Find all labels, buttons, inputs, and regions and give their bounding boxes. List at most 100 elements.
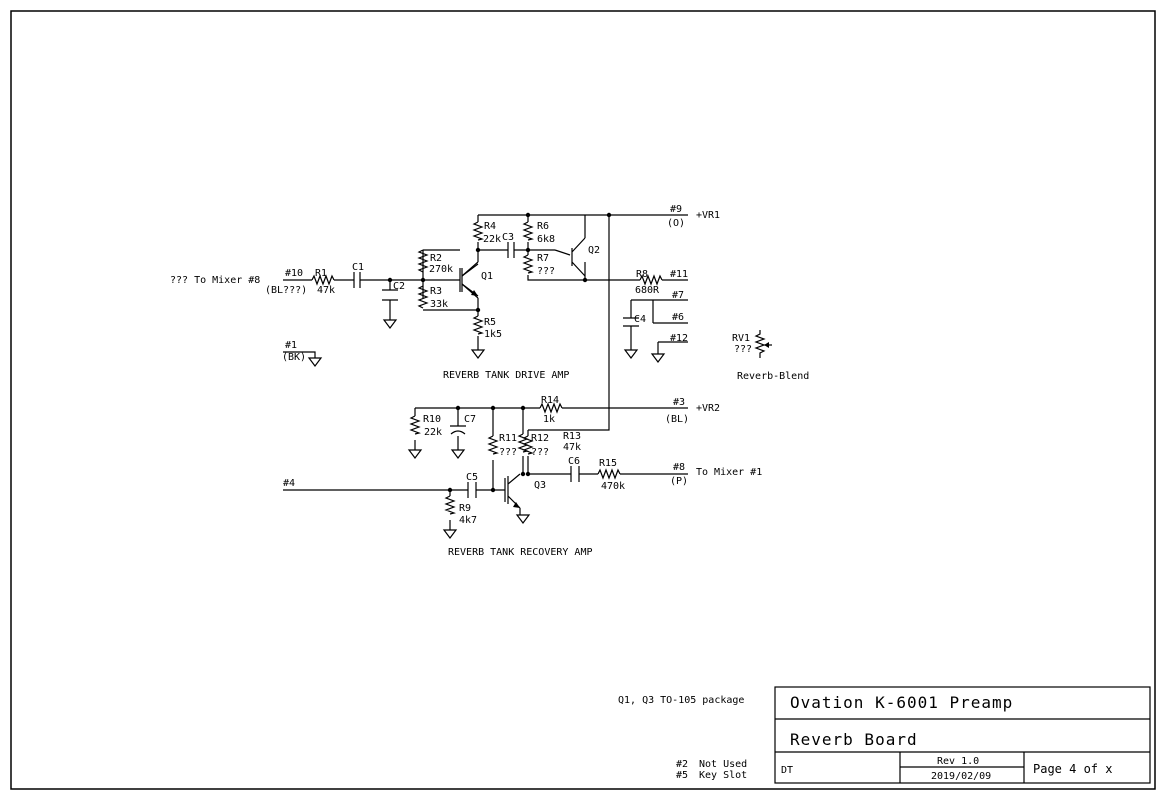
recovery-junctions	[447, 405, 531, 493]
label-c6: #6	[672, 312, 684, 323]
label-r9: R9	[459, 503, 471, 514]
label-to-mixer1: To Mixer #1	[696, 467, 762, 478]
ground-c2	[382, 319, 398, 329]
title-block-rev: Rev 1.0	[937, 756, 979, 767]
label-r3-value: 33k	[430, 299, 448, 310]
title-block-author: DT	[781, 765, 793, 776]
label-c3: C3	[502, 232, 514, 243]
label-c4: C4	[634, 314, 646, 325]
label-c3-color: (BL)	[665, 414, 689, 425]
title-block-page: Page 4 of x	[1033, 762, 1112, 776]
label-c3: #3	[673, 397, 685, 408]
r9-symbol	[444, 495, 457, 515]
title-block: Ovation K-6001 Preamp Reverb Board DT Re…	[774, 686, 1151, 784]
r15-symbol	[597, 468, 621, 480]
r1-symbol	[311, 274, 335, 286]
label-c12: #12	[670, 333, 688, 344]
ground-r5	[470, 349, 486, 359]
label-q3: Q3	[534, 480, 546, 491]
label-q1: Q1	[481, 271, 493, 282]
recovery-amp-resistors	[409, 402, 621, 515]
label-c1-color: (BK)	[282, 352, 306, 363]
rv1-symbol	[754, 330, 772, 358]
r3-symbol	[417, 285, 429, 309]
label-r8: R8	[636, 269, 648, 280]
label-vr1: +VR1	[696, 210, 720, 221]
label-c10-color: (BL???)	[265, 285, 307, 296]
drive-amp-resistors	[311, 221, 663, 335]
drive-junctions	[387, 212, 612, 313]
label-r9-value: 4k7	[459, 515, 477, 526]
label-c9: #9	[670, 204, 682, 215]
label-r1-value: 47k	[317, 285, 335, 296]
label-c5: C5	[466, 472, 478, 483]
note-2-text: Not Used	[699, 759, 747, 770]
title-block-subtitle: Reverb Board	[790, 730, 918, 749]
drive-amp-capacitors	[353, 242, 639, 327]
label-r11: R11	[499, 433, 517, 444]
r6-symbol	[522, 221, 535, 241]
label-rv1: RV1	[732, 333, 750, 344]
title-block-title: Ovation K-6001 Preamp	[790, 693, 1013, 712]
label-c11: #11	[670, 269, 688, 280]
c5-symbol	[467, 482, 477, 498]
ground-r9	[442, 529, 458, 539]
drive-amp-wires	[283, 214, 688, 431]
r7-symbol	[522, 254, 535, 274]
label-c7: #7	[672, 290, 684, 301]
label-r11-value: ???	[499, 447, 517, 458]
label-r10: R10	[423, 414, 441, 425]
label-c1: #1	[285, 340, 297, 351]
drive-grounds	[307, 319, 666, 367]
label-r13: R13	[563, 431, 581, 442]
connector-labels: ??? To Mixer #8 #10 (BL???) #1 (BK) #9 (…	[170, 204, 762, 489]
label-c7: C7	[464, 414, 476, 425]
label-r5: R5	[484, 317, 496, 328]
note-2-pin: #2	[676, 759, 688, 770]
label-c4: #4	[283, 478, 295, 489]
ground-c7	[450, 449, 466, 459]
recovery-amp-capacitors	[450, 425, 580, 498]
c6-symbol	[570, 466, 580, 482]
label-r10-value: 22k	[424, 427, 442, 438]
r11-symbol	[487, 435, 500, 455]
label-r15: R15	[599, 458, 617, 469]
r14-symbol	[539, 402, 563, 414]
label-to-mixer8: ??? To Mixer #8	[170, 275, 260, 286]
label-c8: #8	[673, 462, 685, 473]
label-r5-value: 1k5	[484, 329, 502, 340]
c3-symbol	[498, 242, 515, 258]
c4-symbol	[623, 317, 639, 327]
component-labels: R1 47k C1 C2 R2 270k R3 33k R4 22k C3 Q1…	[315, 221, 809, 526]
r5-symbol	[472, 315, 485, 335]
r13-symbol	[522, 435, 535, 455]
q1-symbol	[461, 263, 479, 297]
ground-12	[650, 353, 666, 363]
ground-q3	[515, 514, 531, 524]
label-r15-value: 470k	[601, 481, 625, 492]
label-r7: R7	[537, 253, 549, 264]
label-vr2: +VR2	[696, 403, 720, 414]
label-q2: Q2	[588, 245, 600, 256]
label-c6: C6	[568, 456, 580, 467]
label-rv1-name: Reverb-Blend	[737, 371, 809, 382]
r10-symbol	[409, 415, 422, 435]
label-r1: R1	[315, 268, 327, 279]
section-captions: REVERB TANK DRIVE AMP REVERB TANK RECOVE…	[443, 370, 593, 558]
label-r14: R14	[541, 395, 559, 406]
label-rv1-value: ???	[734, 344, 752, 355]
label-r4-value: 22k	[483, 234, 501, 245]
label-r12: R12	[531, 433, 549, 444]
notes: Q1, Q3 TO-105 package #2 Not Used #5 Key…	[618, 695, 747, 781]
r4-symbol	[472, 221, 485, 241]
label-r8-value: 680R	[635, 285, 660, 296]
sheet-border	[10, 10, 1156, 790]
note-5-pin: #5	[676, 770, 688, 781]
caption-drive-amp: REVERB TANK DRIVE AMP	[443, 370, 569, 381]
label-r3: R3	[430, 286, 442, 297]
note-5-text: Key Slot	[699, 770, 747, 781]
label-r2-value: 270k	[429, 264, 453, 275]
r2-symbol	[417, 249, 429, 273]
caption-recovery-amp: REVERB TANK RECOVERY AMP	[448, 547, 593, 558]
